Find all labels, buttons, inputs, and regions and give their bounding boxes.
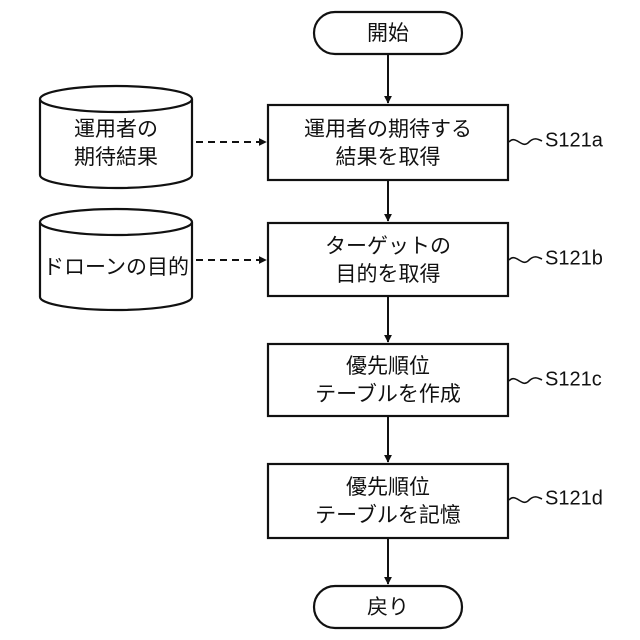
s121d-leader bbox=[509, 497, 542, 502]
process-box-s121a: 運用者の期待する 結果を取得 bbox=[268, 105, 508, 180]
step-id-s121d: S121d bbox=[545, 487, 603, 509]
s121d-line2: テーブルを記憶 bbox=[315, 503, 461, 527]
start-label: 開始 bbox=[367, 21, 409, 45]
end-label: 戻り bbox=[367, 595, 409, 619]
end-terminator: 戻り bbox=[314, 586, 462, 628]
s121c-line2: テーブルを作成 bbox=[315, 382, 461, 406]
s121c-leader bbox=[509, 378, 542, 383]
process-box-s121b: ターゲットの 目的を取得 bbox=[268, 223, 508, 296]
step-id-s121b: S121b bbox=[545, 247, 603, 269]
s121d-line1: 優先順位 bbox=[346, 475, 430, 499]
s121c-line1: 優先順位 bbox=[346, 354, 430, 378]
start-terminator: 開始 bbox=[314, 12, 462, 54]
s121b-line1: ターゲットの bbox=[325, 234, 451, 258]
datastore-operator-expected-result: 運用者の 期待結果 bbox=[40, 86, 192, 188]
s121a-line2: 結果を取得 bbox=[336, 145, 441, 169]
step-id-s121a: S121a bbox=[545, 129, 604, 151]
process-box-s121c: 優先順位 テーブルを作成 bbox=[268, 344, 508, 416]
s121b-leader bbox=[509, 257, 542, 262]
step-id-s121c: S121c bbox=[545, 368, 602, 390]
s121b-line2: 目的を取得 bbox=[336, 262, 441, 286]
s121a-line1: 運用者の期待する bbox=[304, 117, 472, 141]
store1-line1: 運用者の bbox=[74, 117, 158, 141]
datastore-drone-purpose: ドローンの目的 bbox=[40, 209, 192, 310]
s121a-leader bbox=[509, 139, 542, 144]
process-box-s121d: 優先順位 テーブルを記憶 bbox=[268, 464, 508, 538]
store1-line2: 期待結果 bbox=[74, 145, 158, 169]
store2-label: ドローンの目的 bbox=[43, 255, 189, 279]
